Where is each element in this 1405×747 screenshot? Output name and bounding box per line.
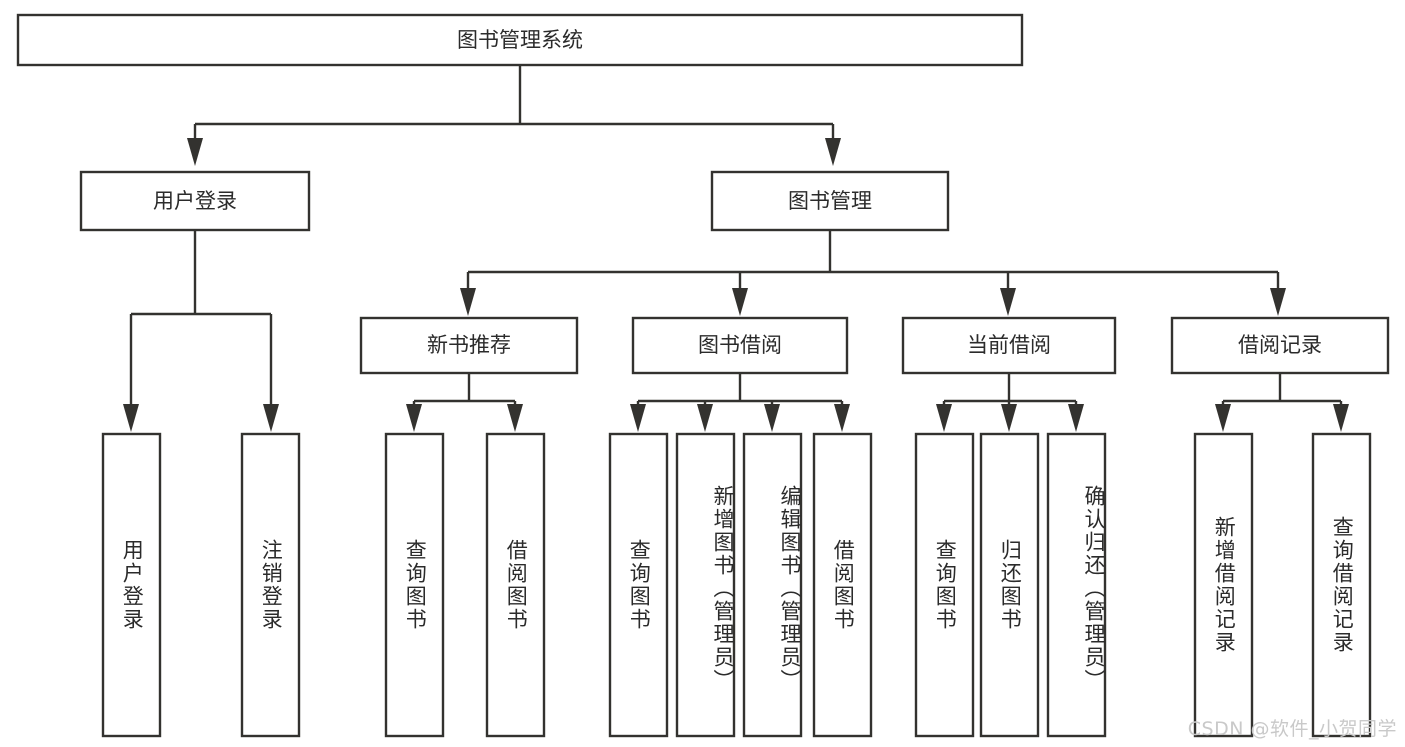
connector-new-book-recommend-to-leaves (406, 373, 523, 432)
leaf-box[interactable] (1311, 432, 1372, 738)
leaf-box[interactable] (1193, 432, 1254, 738)
connector-root-to-level1 (187, 65, 841, 166)
watermark: CSDN @软件_小贺同学 (1187, 718, 1397, 740)
node-root[interactable]: 图书管理系统 (16, 13, 1024, 67)
leaf-box[interactable] (485, 432, 546, 738)
leaf-box[interactable] (608, 432, 669, 738)
arrow-head-icon (834, 404, 850, 432)
arrow-head-icon (187, 138, 203, 166)
arrow-head-icon (406, 404, 422, 432)
arrow-head-icon (1000, 288, 1016, 316)
node-borrow-record[interactable]: 借阅记录 (1170, 316, 1390, 375)
node-book-borrow-label: 图书借阅 (698, 333, 782, 357)
node-new-book-recommend-label: 新书推荐 (427, 333, 511, 357)
arrow-head-icon (825, 138, 841, 166)
leaf-box[interactable] (979, 432, 1040, 738)
leaf-box[interactable] (1046, 432, 1107, 738)
leaf-box[interactable] (742, 432, 803, 738)
node-book-management[interactable]: 图书管理 (710, 170, 950, 232)
leaf-box[interactable] (240, 432, 301, 738)
arrow-head-icon (460, 288, 476, 316)
arrow-head-icon (1001, 404, 1017, 432)
arrow-head-icon (123, 404, 139, 432)
node-current-borrow[interactable]: 当前借阅 (901, 316, 1117, 375)
leaf-box[interactable] (914, 432, 975, 738)
node-user-login[interactable]: 用户登录 (79, 170, 311, 232)
arrow-head-icon (764, 404, 780, 432)
node-current-borrow-label: 当前借阅 (967, 333, 1051, 357)
connector-borrow-record-to-leaves (1215, 373, 1349, 432)
arrow-head-icon (1068, 404, 1084, 432)
connector-book-borrow-to-leaves (630, 373, 850, 432)
arrow-head-icon (1215, 404, 1231, 432)
arrow-head-icon (263, 404, 279, 432)
arrow-head-icon (697, 404, 713, 432)
node-new-book-recommend[interactable]: 新书推荐 (359, 316, 579, 375)
leaf-box[interactable] (384, 432, 445, 738)
leaf-box[interactable] (675, 432, 736, 738)
arrow-head-icon (507, 404, 523, 432)
node-book-management-label: 图书管理 (788, 189, 872, 213)
node-user-login-label: 用户登录 (153, 189, 237, 213)
connector-book-management-to-level2 (460, 230, 1286, 316)
arrow-head-icon (936, 404, 952, 432)
connector-user-login-to-leaves (123, 230, 279, 432)
leaf-box[interactable] (812, 432, 873, 738)
leaf-box[interactable] (101, 432, 162, 738)
arrow-head-icon (732, 288, 748, 316)
connector-current-borrow-to-leaves (936, 373, 1084, 432)
arrow-head-icon (630, 404, 646, 432)
node-borrow-record-label: 借阅记录 (1238, 333, 1322, 357)
node-book-borrow[interactable]: 图书借阅 (631, 316, 849, 375)
arrow-head-icon (1333, 404, 1349, 432)
arrow-head-icon (1270, 288, 1286, 316)
node-root-label: 图书管理系统 (457, 28, 583, 52)
